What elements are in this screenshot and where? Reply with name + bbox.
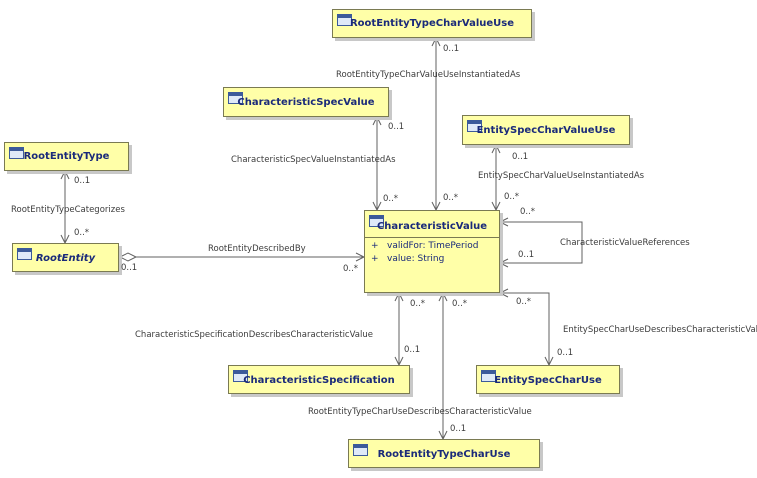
assoc-label-rootentitytypecharvalueuseinstantiatedas: RootEntityTypeCharValueUseInstantiatedAs [336,70,521,80]
assoc-label-entityspeccharusedescribescharacteristicvalue: EntitySpecCharUseDescribesCharacteristic… [563,325,757,335]
class-name: RootEntityTypeCharUse [377,449,511,460]
class-entityspeccharvalueuse[interactable]: EntitySpecCharValueUse [462,115,630,145]
multiplicity: 0..* [410,299,426,309]
compartment-divider [365,237,499,238]
class-icon [17,248,32,260]
assoc-line-characteristicvaluereferences [500,221,583,264]
attribute-visibility: + [371,241,379,251]
class-name: EntitySpecCharValueUse [476,125,616,136]
class-icon [467,120,482,132]
class-icon [337,14,352,26]
assoc-label-characteristicspecvalueinstantiatedas: CharacteristicSpecValueInstantiatedAs [231,155,396,165]
attribute-visibility: + [371,254,379,264]
multiplicity: 0..1 [443,44,460,54]
class-name: EntitySpecCharUse [494,375,602,386]
multiplicity: 0..1 [557,348,574,358]
class-name: RootEntityType [23,151,110,162]
class-rootentitytypecharuse[interactable]: RootEntityTypeCharUse [348,439,540,468]
multiplicity: 0..* [74,228,90,238]
multiplicity: 0..1 [450,424,467,434]
arrowhead [60,169,70,180]
arrowhead [438,291,448,302]
class-characteristicspecvalue[interactable]: CharacteristicSpecValue [223,87,389,117]
assoc-label-rootentitytypecategorizes: RootEntityTypeCategorizes [11,205,125,215]
class-rootentitytypecharvalueuse[interactable]: RootEntityTypeCharValueUse [332,9,532,38]
assoc-label-characteristicspecificationdescribescharacteristicvalue: CharacteristicSpecificationDescribesChar… [135,330,373,340]
arrowhead [498,217,509,227]
multiplicity: 0..1 [121,263,138,273]
attribute-validfor: + validFor: TimePeriod [371,241,478,251]
arrowhead [431,36,441,47]
arrowhead [491,143,501,154]
multiplicity: 0..1 [404,345,421,355]
arrowhead [372,115,382,126]
attribute-text: value: String [387,254,445,264]
class-rootentitytype[interactable]: RootEntityType [4,142,129,171]
multiplicity: 0..1 [512,152,529,162]
multiplicity: 0..* [452,299,468,309]
multiplicity: 0..1 [388,122,405,132]
assoc-line-entityspeccharuse [500,292,550,365]
class-rootentity[interactable]: RootEntity [12,243,119,272]
class-name: RootEntityTypeCharValueUse [349,18,515,29]
arrowhead [498,288,509,298]
multiplicity: 0..* [443,193,459,203]
class-icon [353,444,368,456]
assoc-label-rootentitydescribedby: RootEntityDescribedBy [208,244,306,254]
arrowhead [394,291,404,302]
assoc-label-rootentitytypecharusedescribescharacteristicvalue: RootEntityTypeCharUseDescribesCharacteri… [308,407,532,417]
multiplicity: 0..* [343,264,359,274]
class-icon [369,215,384,227]
attribute-text: validFor: TimePeriod [387,241,479,251]
multiplicity: 0..* [504,192,520,202]
class-icon [233,370,248,382]
class-icon [9,147,24,159]
class-name: CharacteristicSpecValue [237,97,375,108]
class-icon [481,370,496,382]
aggregation-diamond [118,252,138,262]
class-name: CharacteristicValue [376,221,488,232]
assoc-label-characteristicvaluereferences: CharacteristicValueReferences [560,238,690,248]
class-name: RootEntity [35,253,96,264]
assoc-label-entityspeccharvalueuseinstantiatedas: EntitySpecCharValueUseInstantiatedAs [478,171,645,181]
multiplicity: 0..* [383,194,399,204]
class-characteristicvalue[interactable]: CharacteristicValue + validFor: TimePerio… [364,210,500,293]
multiplicity: 0..* [516,297,532,307]
multiplicity: 0..1 [518,250,535,260]
class-characteristicspecification[interactable]: CharacteristicSpecification [228,365,410,394]
class-name: CharacteristicSpecification [243,375,395,386]
class-entityspeccharuse[interactable]: EntitySpecCharUse [476,365,620,394]
multiplicity: 0..1 [74,176,91,186]
attribute-value: + value: String [371,254,444,264]
multiplicity: 0..* [520,207,536,217]
class-icon [228,92,243,104]
arrowhead [498,258,509,268]
